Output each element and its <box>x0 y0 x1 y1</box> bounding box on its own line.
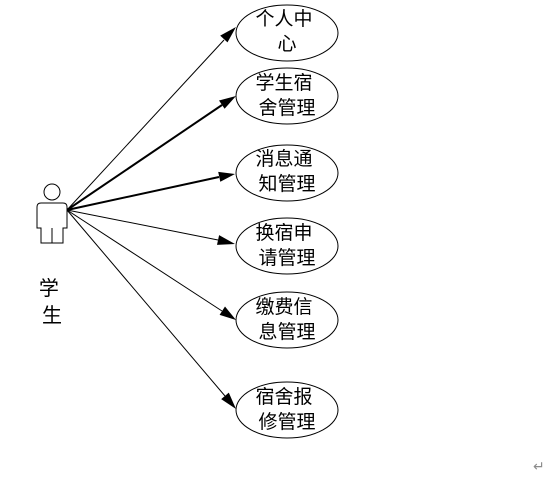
use-case-label-1: 个人中 心 <box>255 8 318 55</box>
arrow-head-4 <box>217 235 235 245</box>
use-case-ellipse-5 <box>235 291 339 349</box>
association-line-5 <box>66 209 223 312</box>
actor-head <box>43 183 61 201</box>
use-case-label-6: 宿舍报 修管理 <box>255 386 318 433</box>
use-case-5: 缴费信 息管理 <box>235 291 339 349</box>
use-case-label-5: 缴费信 息管理 <box>255 296 318 343</box>
use-case-2: 学生宿 舍管理 <box>235 67 339 125</box>
use-case-label-2: 学生宿 舍管理 <box>255 72 318 119</box>
use-case-6: 宿舍报 修管理 <box>235 381 339 439</box>
paragraph-mark: ↵ <box>533 459 545 475</box>
use-case-4: 换宿申 请管理 <box>235 217 339 275</box>
association-line-1 <box>66 39 225 211</box>
use-case-ellipse-2 <box>235 67 339 125</box>
actor-figure <box>36 183 68 244</box>
actor-label: 学 生 <box>39 276 65 327</box>
association-line-4 <box>66 209 219 241</box>
arrow-head-2 <box>219 96 236 109</box>
use-case-label-4: 换宿申 请管理 <box>255 222 318 269</box>
use-case-ellipse-4 <box>235 217 339 275</box>
actor-label-line-2: 生 <box>42 303 62 327</box>
use-case-ellipse-1 <box>235 4 339 62</box>
association-line-2 <box>66 104 223 211</box>
use-case-label-3: 消息通 知管理 <box>255 148 318 195</box>
use-case-1: 个人中 心 <box>235 4 339 62</box>
use-case-ellipse-3 <box>235 144 339 202</box>
associations <box>66 27 236 409</box>
use-case-3: 消息通 知管理 <box>235 144 339 202</box>
arrow-head-1 <box>220 27 236 43</box>
actor-body <box>36 202 68 244</box>
use-case-ellipse-6 <box>235 381 339 439</box>
association-line-6 <box>66 209 226 397</box>
association-line-3 <box>66 176 220 211</box>
arrow-head-3 <box>218 171 235 182</box>
arrow-head-5 <box>219 306 236 320</box>
arrow-head-6 <box>221 392 236 409</box>
actor-label-line-1: 学 <box>39 276 59 300</box>
